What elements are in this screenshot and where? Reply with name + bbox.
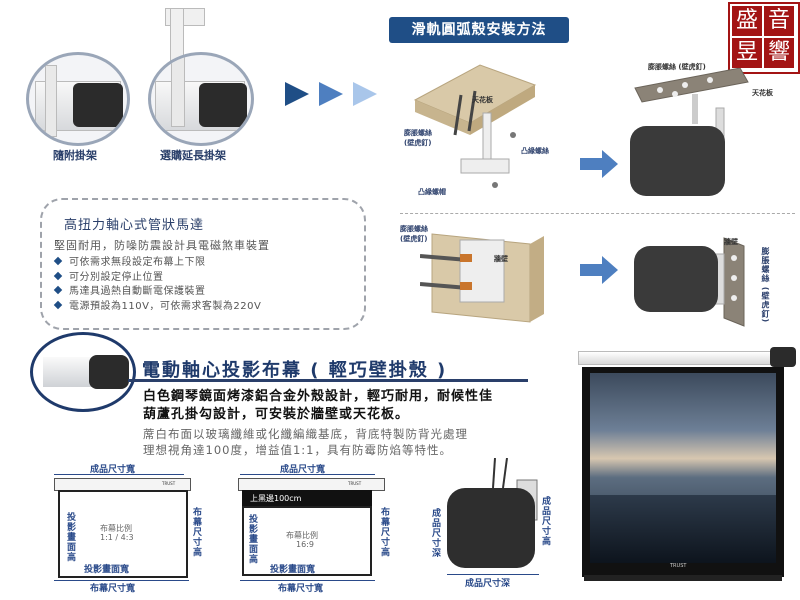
diamond-bullet-icon <box>53 285 63 295</box>
wall-mounted-result-diagram <box>634 237 745 327</box>
section-divider <box>400 213 795 214</box>
product-desc: 蓆白布面以玻璃纖維或化纖編織基底，背底特製防背光處理 理想視角達100度，增益值… <box>143 427 468 457</box>
wall-anchor-label: (壁虎釘) <box>404 139 432 147</box>
ceiling-mounted-result-diagram <box>630 68 749 196</box>
screen-surface <box>58 490 188 578</box>
expansion-screw-vertical-label: 膨脹螺絲 (壁虎釘) <box>761 247 770 324</box>
wall-label: 牆壁 <box>494 255 508 263</box>
expansion-screw-label: 膨脹螺絲 <box>404 129 432 137</box>
dim-line <box>54 474 184 475</box>
included-bracket-label: 隨附掛架 <box>53 149 97 162</box>
screen-case-thumbnail <box>30 332 136 412</box>
extension-bracket-label: 選購延長掛架 <box>160 149 226 162</box>
case-profile-shape <box>447 458 538 568</box>
screen-case-brand: TRUST <box>348 481 362 486</box>
list-item: 可分別設定停止位置 <box>52 271 261 286</box>
motor-feature-list: 可依需求無段設定布幕上下限 可分別設定停止位置 馬達具過熱自動斷電保護裝置 電源… <box>52 256 261 314</box>
motor-title: 高扭力軸心式管狀馬達 <box>64 218 205 233</box>
ratio-value: 1:1 / 4:3 <box>100 533 134 542</box>
logo-char: 昱 <box>732 38 762 68</box>
dimension-diagram-profile: 成品尺寸深 成品尺寸深 成品尺寸高 <box>425 450 560 595</box>
product-height-label: 成品尺寸高 <box>540 496 550 546</box>
brand-logo: 盛 音 昱 響 <box>728 2 800 74</box>
motor-subtitle: 堅固耐用，防噪防震設計具電磁煞車裝置 <box>54 239 270 252</box>
list-item: 可依需求無段設定布幕上下限 <box>52 256 261 271</box>
top-black-label: 上黑邊100cm <box>250 494 302 503</box>
install-method-title: 滑軌圓弧殼安裝方法 <box>389 17 569 43</box>
product-depth-vertical-label: 成品尺寸深 <box>430 508 440 558</box>
dimension-diagram-4-3: 成品尺寸寬 TRUST 投影畫面高 布幕比例 1:1 / 4:3 投影畫面寬 布… <box>40 462 215 597</box>
convex-screw-label: 凸緣螺絲 <box>521 147 549 155</box>
screen-photo-brand: TRUST <box>670 563 687 569</box>
logo-char: 響 <box>764 38 794 68</box>
diamond-bullet-icon <box>53 300 63 309</box>
list-item: 馬達具過熱自動斷電保護裝置 <box>52 285 261 300</box>
product-width-label: 成品尺寸寬 <box>280 465 326 475</box>
product-width-label: 成品尺寸寬 <box>90 465 136 475</box>
diamond-bullet-icon <box>53 256 63 266</box>
screen-height-label: 布幕尺寸高 <box>379 507 389 557</box>
ceiling-label: 天花板 <box>472 96 493 104</box>
ceiling-right-label: 天花板 <box>752 89 773 97</box>
logo-char: 音 <box>764 6 794 36</box>
logo-char: 盛 <box>732 6 762 36</box>
screen-surface <box>242 506 372 576</box>
projection-height-label: 投影畫面高 <box>65 512 75 562</box>
top-black-border <box>242 490 372 506</box>
screen-height-label: 布幕尺寸高 <box>191 507 201 557</box>
screen-case-brand: TRUST <box>162 481 176 486</box>
product-desc-bold: 白色鋼琴鏡面烤漆鋁合金外殼設計，輕巧耐用，耐候性佳 葫蘆孔掛勾設計，可安裝於牆壁… <box>143 389 494 422</box>
motor-feature-box: 高扭力軸心式管狀馬達 堅固耐用，防噪防震設計具電磁煞車裝置 可依需求無段設定布幕… <box>40 198 366 330</box>
ratio-label: 布幕比例 <box>286 531 318 540</box>
product-title: 電動軸心投影布幕 ( 輕巧壁掛殼 ) <box>142 360 448 381</box>
arrow-right-icon <box>580 256 618 284</box>
convex-nut-label: 凸緣螺帽 <box>418 188 446 196</box>
dim-line <box>54 580 189 581</box>
wall-install-diagram <box>420 233 544 323</box>
list-item: 電源預設為110V，可依需求客製為220V <box>52 300 261 315</box>
title-underline <box>128 379 528 382</box>
projection-height-label: 投影畫面高 <box>247 514 257 564</box>
dim-line <box>447 574 539 575</box>
ratio-label: 布幕比例 <box>100 524 132 533</box>
projection-width-label: 投影畫面寬 <box>84 565 130 575</box>
arrow-right-icon <box>580 150 618 178</box>
chevron-arrows-icon <box>285 82 377 106</box>
screen-width-label: 布幕尺寸寬 <box>278 584 324 594</box>
dim-line <box>240 580 375 581</box>
screen-photo: TRUST <box>570 345 798 593</box>
projection-width-label: 投影畫面寬 <box>270 565 316 575</box>
extension-bracket-photo <box>148 52 254 146</box>
product-depth-label: 成品尺寸深 <box>465 579 511 589</box>
wall-expansion-screw-label: 膨脹螺絲 <box>400 225 428 233</box>
expansion-screw-anchor-label: 膨脹螺絲 (壁虎釘) <box>648 63 706 71</box>
ceiling-install-diagram <box>413 64 537 188</box>
wall-right-label: 牆壁 <box>724 238 738 246</box>
screen-width-label: 布幕尺寸寬 <box>90 584 136 594</box>
dim-line <box>240 474 375 475</box>
wall-anchor-label-2: (壁虎釘) <box>400 235 428 243</box>
diamond-bullet-icon <box>53 271 63 280</box>
included-bracket-photo <box>26 52 130 146</box>
dimension-diagram-16-9: 成品尺寸寬 TRUST 上黑邊100cm 投影畫面高 布幕比例 16:9 投影畫… <box>230 462 405 597</box>
ratio-value: 16:9 <box>296 540 314 549</box>
